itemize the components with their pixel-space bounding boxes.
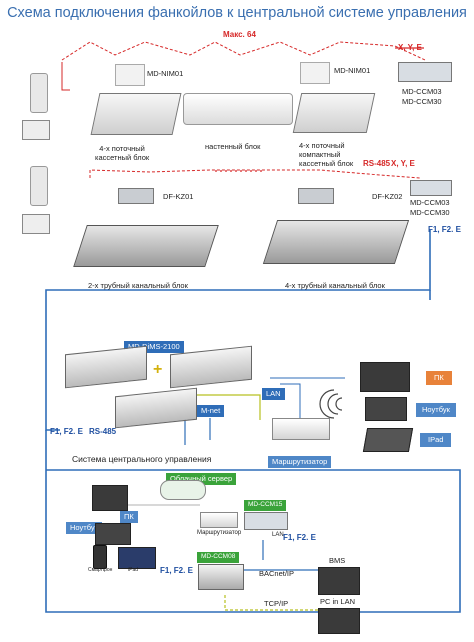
- smartphone-icon: [93, 545, 107, 569]
- nim01-left-label: MD-NIM01: [147, 69, 184, 78]
- f1f2e-sec3-label: F1, F2. E: [50, 427, 83, 436]
- pc-icon: [360, 362, 410, 392]
- mnet-tag: M-net: [197, 405, 225, 417]
- remote-control-2-icon: [30, 166, 48, 206]
- tcpip-label: TCP/IP: [264, 599, 289, 608]
- bms-pc-icon: [318, 567, 360, 595]
- ccm08-tag: MD-CCM08: [197, 552, 240, 563]
- lan-tag: LAN: [262, 388, 285, 400]
- ccm08-device-icon: [198, 564, 244, 590]
- red-bus-mid: [89, 169, 421, 179]
- duct-2pipe-label: 2-х трубный канальный блок: [88, 281, 188, 290]
- notebook-sec4-icon: [95, 523, 131, 545]
- nim01-right-label: MD-NIM01: [334, 66, 371, 75]
- ccm15-device-icon: [244, 512, 288, 530]
- dims-2100-tag: MD-DiMS-2100: [124, 341, 184, 353]
- plus-sign: +: [153, 361, 163, 378]
- bacnet-label: BACnet/IP: [259, 569, 295, 578]
- nim01-module-right-icon: [300, 62, 330, 84]
- wall-controller-icon: [22, 120, 50, 140]
- router-sec4-icon: [200, 512, 238, 528]
- lan-pc-icon: [318, 608, 360, 634]
- rs485-sec3-label: RS-485: [89, 427, 117, 436]
- ipad-sec4-label: iPad: [128, 567, 139, 573]
- wall-controller-2-icon: [22, 214, 50, 234]
- df-kz01-label: DF-KZ01: [163, 192, 194, 201]
- ccm-top-a: MD-CCM03: [402, 87, 442, 96]
- ccm-mid-a: MD-CCM03: [410, 198, 450, 207]
- ccm-mid-device-icon: [410, 180, 452, 196]
- compact-cassette-label: 4-х поточный компактный кассетный блок: [299, 141, 354, 168]
- notebook-sec4-tag: Ноутбук: [66, 522, 102, 534]
- router-sec4-label: Маршрутизатор: [197, 530, 242, 536]
- xye-top-label: X, Y, E: [398, 43, 422, 52]
- ccm15-tag: MD-CCM15: [244, 500, 287, 511]
- remote-control-icon: [30, 73, 48, 113]
- pc-in-lan-label: PC in LAN: [320, 597, 356, 606]
- duct-4pipe-label: 4-х трубный канальный блок: [285, 281, 385, 290]
- wall-unit-label: настенный блок: [205, 142, 261, 151]
- duct-unit-4pipe-icon: [262, 220, 410, 264]
- df-kz02-module-icon: [298, 188, 334, 204]
- blue-frame-1: [45, 230, 431, 431]
- cloud-icon: [160, 480, 206, 500]
- router-tag: Маршрутизатор: [268, 456, 332, 468]
- rs485-label: RS-485: [363, 159, 391, 168]
- bms-label: BMS: [329, 556, 346, 565]
- diagram-title: Схема подключения фанкойлов к центрально…: [7, 5, 467, 21]
- wall-unit-icon: [183, 93, 293, 125]
- f1f2e-sec4-left: F1, F2. E: [160, 566, 193, 575]
- ccm-mid-b: MD-CCM30: [410, 208, 450, 217]
- pc-sec4-icon: [92, 485, 128, 511]
- ipad-icon: [362, 428, 414, 452]
- f1f2e-sec4-right: F1, F2. E: [283, 533, 316, 542]
- xye-mid-label: X, Y, E: [391, 159, 415, 168]
- lan-sec4-label: LAN: [272, 532, 284, 538]
- max-64-label: Макс. 64: [223, 30, 256, 39]
- notebook-tag: Ноутбук: [416, 403, 456, 417]
- ipad-sec4-icon: [118, 547, 156, 569]
- cassette-4way-label: 4-х поточный кассетный блок: [95, 144, 150, 162]
- compact-cassette-icon: [292, 93, 376, 133]
- duct-unit-2pipe-icon: [73, 225, 219, 267]
- notebook-icon: [365, 397, 407, 421]
- ccm-top-device-icon: [398, 62, 452, 82]
- cassette-unit-icon: [90, 93, 182, 135]
- blue-frame-2: [45, 430, 461, 613]
- pc-sec4-tag: ПК: [120, 511, 138, 523]
- df-kz01-module-icon: [118, 188, 154, 204]
- df-kz02-label: DF-KZ02: [372, 192, 403, 201]
- red-bus-top: [61, 41, 426, 61]
- f1f2e-top-label: F1, F2. E: [428, 225, 461, 234]
- cloud-server-tag: Облачный сервер: [166, 473, 237, 485]
- red-bus-top-solid: [61, 62, 70, 91]
- ipad-tag: IPad: [420, 433, 452, 447]
- pc-tag: ПК: [426, 371, 452, 385]
- smartphone-label: Смартфон: [88, 567, 113, 573]
- router-icon: [272, 418, 330, 440]
- nim01-module-left-icon: [115, 64, 145, 86]
- central-control-caption: Система центрального управления: [72, 454, 212, 464]
- ccm-top-b: MD-CCM30: [402, 97, 442, 106]
